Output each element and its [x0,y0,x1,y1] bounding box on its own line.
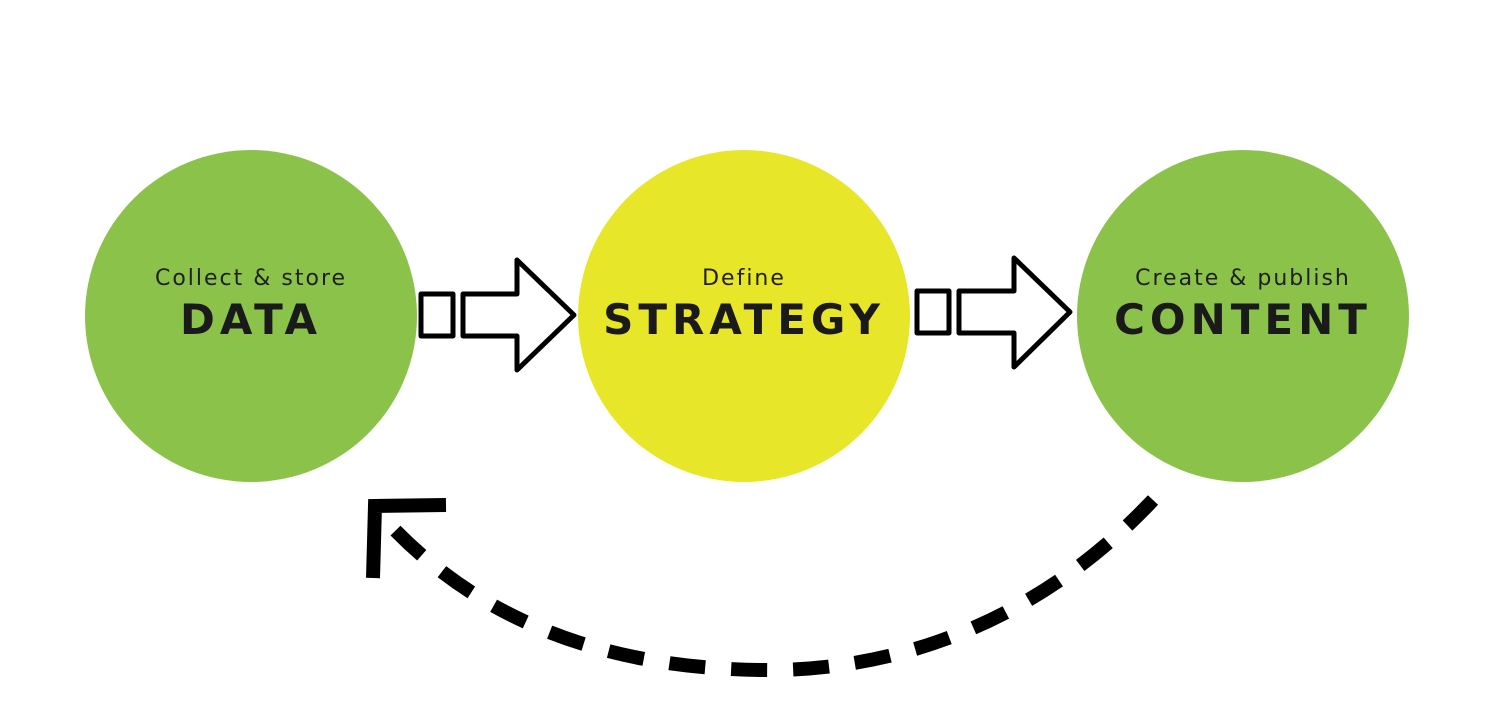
node-strategy: Define STRATEGY [578,150,910,482]
node-content: Create & publish CONTENT [1077,150,1409,482]
node-data-title: DATA [179,295,322,344]
node-data-subtitle: Collect & store [154,266,348,291]
node-data: Collect & store DATA [85,150,417,482]
node-content-title: CONTENT [1114,295,1372,344]
node-content-subtitle: Create & publish [1135,266,1351,291]
node-strategy-title: STRATEGY [603,295,885,344]
outline-block-arrow-icon [914,255,1073,370]
outline-block-arrow-icon [418,257,577,373]
node-strategy-subtitle: Define [702,266,786,291]
dashed-curved-return-arrow-icon [366,495,1159,678]
